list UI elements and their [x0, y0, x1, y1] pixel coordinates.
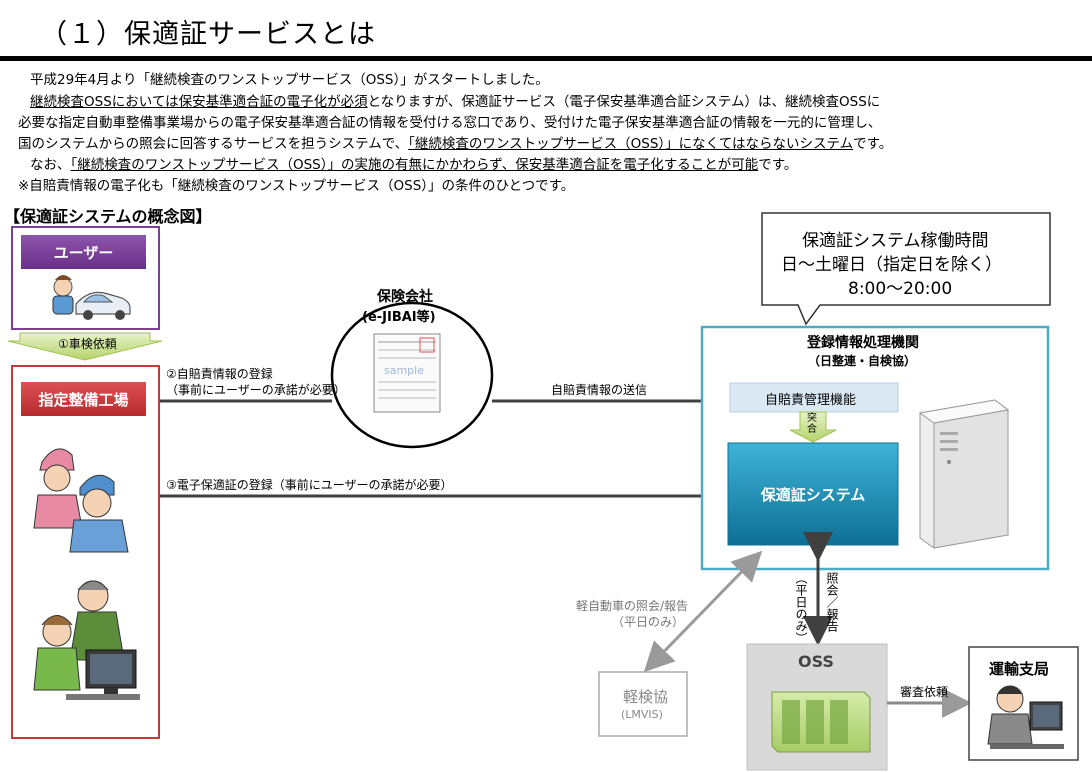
user-car-illustration	[52, 275, 131, 320]
intro-line-3: 必要な指定自動車整備事業場からの電子保安基準適合証の情報を受付ける窓口であり、受…	[18, 115, 882, 131]
hotekisho-system-label: 保適証システム	[760, 485, 866, 504]
oss-query-label: 照会／報告	[825, 572, 839, 632]
intro-line-4-emphasis: 「継続検査のワンストップサービス（OSS）」になくてはならないシステム	[408, 136, 854, 152]
hotekisho-system-box	[727, 442, 899, 546]
kei-query-label: 軽自動車の照会/報告	[576, 599, 689, 613]
org-title: 登録情報処理機関	[807, 335, 919, 351]
server-icon	[918, 399, 1010, 549]
mechanics-illustration	[33, 448, 129, 553]
jibai-func-label: 自賠責管理機能	[765, 393, 857, 408]
kei-query-arrow	[643, 550, 763, 673]
oss-query-note: （平日のみ）	[794, 572, 808, 644]
officer-illustration	[987, 685, 1064, 749]
intro-line-1: 平成29年4月より「継続検査のワンストップサービス（OSS）」がスタートしました…	[30, 72, 549, 88]
intro-line-4-c: です。	[853, 136, 893, 152]
intro-line-5-c: です。	[758, 157, 798, 173]
send-label: 自賠責情報の送信	[551, 383, 648, 397]
org-subtitle: （日整連・自検協）	[808, 354, 917, 368]
insurer-subtitle: (e-JIBAI等)	[362, 310, 436, 325]
diagram-heading: 【保適証システムの概念図】	[4, 207, 212, 226]
intro-line-5: なお、「継続検査のワンストップサービス（OSS）」の実施の有無にかかわらず、保安…	[30, 153, 797, 173]
hours-days: 日～土曜日（指定日を除く）	[781, 255, 1002, 275]
intro-line-4: 国のシステムからの照会に回答するサービスを担うシステムで、「継続検査のワンストッ…	[18, 132, 892, 152]
oss-label: OSS	[798, 652, 834, 671]
intro-line-5-emphasis: 「継続検査のワンストップサービス（OSS）」の実施の有無にかかわらず、保安基準適…	[70, 157, 759, 173]
page-title: （１）保適証サービスとは	[40, 19, 376, 50]
match-label: 突合	[807, 413, 817, 435]
step2-note: （事前にユーザーの承諾が必要）	[166, 383, 346, 397]
sample-watermark: sample	[384, 364, 424, 377]
keikenkyo-sub: (LMVIS)	[621, 708, 663, 721]
intro-line-4-a: 国のシステムからの照会に回答するサービスを担うシステムで、	[18, 136, 409, 152]
transport-bureau-label: 運輸支局	[989, 660, 1050, 678]
keikenkyo-box	[598, 671, 688, 737]
insurer-title: 保険会社	[377, 289, 433, 305]
review-request-label: 審査依頼	[900, 685, 949, 699]
step3-label: ③電子保適証の登録（事前にユーザーの承諾が必要）	[166, 478, 453, 492]
intro-line-2-rest: となりますが、保適証サービス（電子保安基準適合証システム）は、継続検査OSSに	[367, 94, 881, 110]
step1-arrow	[7, 332, 163, 361]
computer-worker-illustration	[33, 580, 140, 700]
step1-label: ①車検依頼	[58, 337, 117, 351]
title-divider	[0, 56, 1092, 61]
user-label: ユーザー	[21, 235, 146, 269]
jibai-func-box	[729, 382, 899, 413]
step2-label: ②自賠責情報の登録	[166, 367, 273, 381]
hours-title: 保適証システム稼働時間	[802, 231, 989, 251]
insurance-document-illustration	[373, 333, 441, 413]
intro-note: ※自賠責情報の電子化も「継続検査のワンストップサービス（OSS）」の条件のひとつ…	[18, 178, 575, 194]
intro-line-5-a: なお、	[30, 157, 71, 173]
keikenkyo-label: 軽検協	[623, 688, 669, 706]
match-arrow	[789, 411, 837, 443]
workshop-label: 指定整備工場	[21, 382, 146, 416]
oss-server-illustration	[771, 691, 871, 753]
hours-time: 8:00～20:00	[848, 279, 953, 299]
kei-query-note: （平日のみ）	[612, 615, 685, 629]
intro-line-2-emphasis: 継続検査OSSにおいては保安基準適合証の電子化が必須	[30, 94, 368, 110]
intro-line-2: 継続検査OSSにおいては保安基準適合証の電子化が必須となりますが、保適証サービス…	[30, 90, 880, 110]
hours-callout	[761, 212, 1051, 326]
